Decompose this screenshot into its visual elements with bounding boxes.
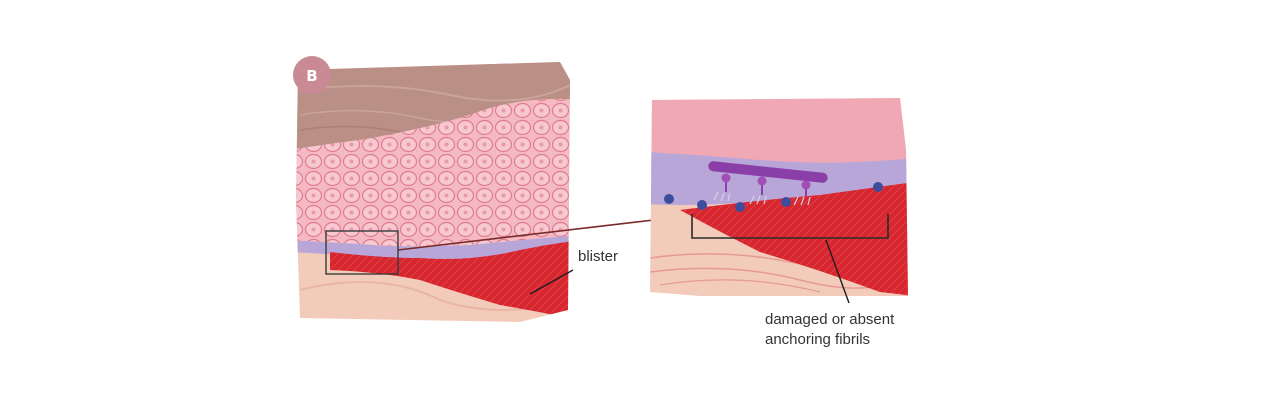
magnified-epidermis [650, 98, 908, 172]
integrin-dot [697, 200, 707, 210]
panel-label: B [306, 67, 317, 85]
hemidesmosome-dot [721, 173, 731, 183]
fibrils-label-line-2: anchoring fibrils [765, 331, 870, 348]
epidermis-cell-layer [296, 99, 570, 247]
integrin-dot [664, 194, 674, 204]
skin-cross-section [296, 62, 570, 322]
magnified-junction [650, 98, 908, 296]
fibrils-leader-line [825, 239, 850, 304]
zoom-connector-line [397, 215, 689, 251]
integrin-dot [735, 202, 745, 212]
panel-badge: B [293, 56, 331, 94]
blister-leader-line [529, 269, 574, 295]
hemidesmosome-complex [708, 161, 828, 206]
hemidesmosome-dot [757, 176, 767, 186]
hemidesmosome-plaque [708, 161, 828, 183]
hemidesmosome-dot [801, 180, 811, 190]
integrin-dots [664, 182, 883, 212]
blister-label: blister [578, 248, 618, 265]
zoom-region-box [325, 230, 399, 275]
anchoring-fibrils-bracket [691, 214, 889, 239]
integrin-dot [873, 182, 883, 192]
integrin-dot [781, 197, 791, 207]
fibrils-label-line-1: damaged or absent [765, 311, 895, 328]
